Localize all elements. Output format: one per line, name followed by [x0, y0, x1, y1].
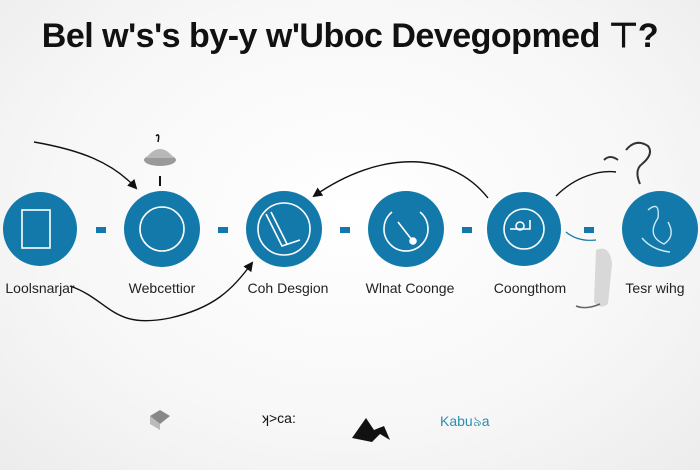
target-icon [503, 208, 545, 250]
connector-dash [96, 227, 106, 233]
flow-arrows [33, 141, 617, 322]
footer-text-1: ʞ>ca: [262, 410, 296, 426]
step-node-1 [3, 192, 77, 266]
step-label-4: Wlnat Coonge [365, 280, 455, 296]
design-icon [257, 202, 311, 256]
doodle-hand-icon [603, 141, 651, 185]
step-label-5: Coongthom [493, 280, 567, 296]
footer-arrow-icon [352, 418, 390, 442]
arrow-label-1-to-node-3 [69, 261, 254, 322]
footer-cube-icon [150, 410, 170, 430]
step-node-3 [246, 191, 322, 267]
step-node-6 [622, 191, 698, 267]
circle-icon [139, 206, 185, 252]
page-title: Bel w's's by-y w'Uboc Devegopmed ⊤? [41, 17, 659, 55]
connector-dash [584, 227, 594, 233]
sketch-icon [641, 205, 672, 253]
step-label-6: Tesr wihg [625, 280, 685, 296]
doodle-dish-icon [144, 134, 176, 186]
connector-dash [340, 227, 350, 233]
doodle-figure-icon [565, 231, 612, 309]
step-node-2 [124, 191, 200, 267]
footer-text-2: Kabu৯a [440, 413, 490, 429]
step-node-4 [368, 191, 444, 267]
step-node-5 [485, 190, 563, 268]
arrow-node-5-to-node-3 [312, 161, 489, 199]
arrow-into-node-2 [33, 141, 138, 190]
dial-icon [383, 211, 429, 252]
step-label-1: Loolsnarjar [5, 280, 75, 296]
square-icon [21, 209, 51, 249]
connectors [96, 227, 594, 233]
connector-dash [218, 227, 228, 233]
step-label-3: Coh Desgion [247, 280, 329, 296]
arrow-to-node-6 [555, 170, 617, 197]
connector-dash [462, 227, 472, 233]
step-label-2: Webcettior [128, 280, 196, 296]
